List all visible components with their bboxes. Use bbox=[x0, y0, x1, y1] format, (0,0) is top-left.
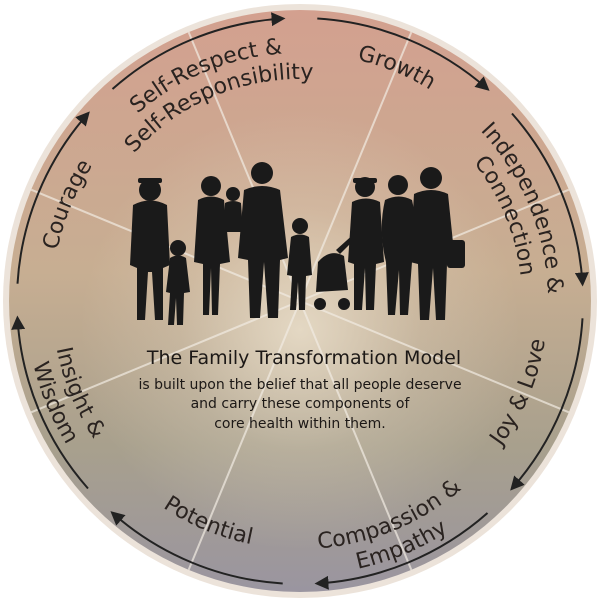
center-body-line-1: is built upon the belief that all people… bbox=[138, 377, 461, 393]
divider-line bbox=[30, 300, 301, 414]
divider-line bbox=[299, 300, 570, 414]
clockwise-arrow-icon bbox=[16, 111, 90, 284]
clockwise-arrow-icon bbox=[111, 12, 286, 90]
divider-line bbox=[299, 31, 413, 302]
clockwise-arrow-icon bbox=[317, 17, 490, 91]
clockwise-arrow-icon bbox=[110, 511, 283, 585]
clockwise-arrow-icon bbox=[314, 512, 489, 590]
clockwise-arrow-icon bbox=[511, 112, 589, 287]
center-text-block: The Family Transformation Model is built… bbox=[138, 347, 461, 432]
family-silhouettes-icon bbox=[130, 162, 465, 325]
center-body-line-2: and carry these components of bbox=[191, 396, 411, 412]
clockwise-arrow-icon bbox=[510, 318, 584, 491]
clockwise-arrow-icon bbox=[11, 315, 89, 490]
clockwise-arrows bbox=[11, 12, 589, 590]
center-body-line-3: core health within them. bbox=[214, 416, 386, 432]
divider-line bbox=[299, 300, 413, 571]
center-title: The Family Transformation Model bbox=[146, 347, 461, 369]
divider-line bbox=[187, 300, 301, 571]
